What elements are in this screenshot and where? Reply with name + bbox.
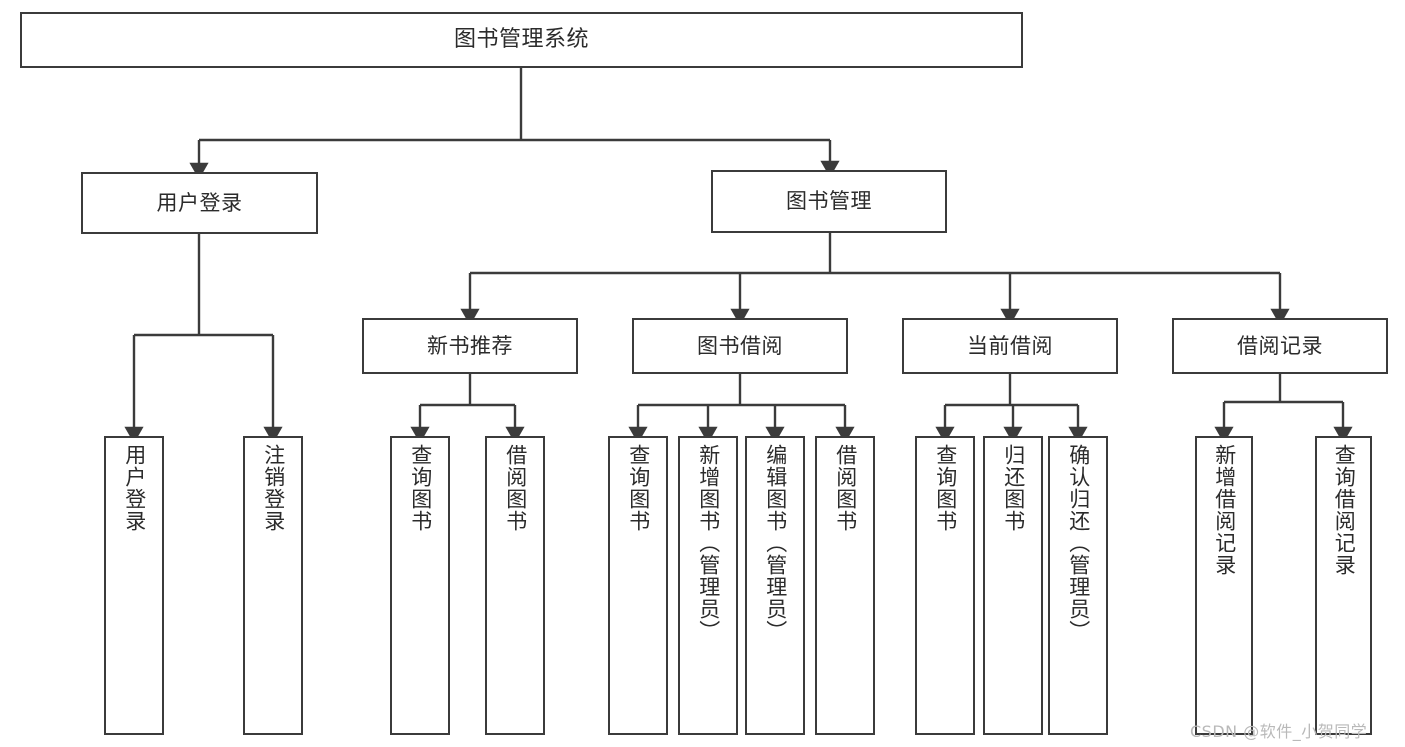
node-leaf-borrow-book-2-label: 借阅图书 (833, 444, 858, 532)
node-leaf-confirm-return[interactable]: 确认归还（管理员） (1048, 436, 1108, 735)
node-new-book-rec[interactable]: 新书推荐 (362, 318, 578, 374)
node-leaf-return-book-label: 归还图书 (1001, 444, 1026, 532)
node-leaf-user-login-label: 用户登录 (122, 444, 147, 532)
node-book-manage-label: 图书管理 (786, 189, 872, 214)
node-root-label: 图书管理系统 (453, 27, 589, 53)
node-borrow-record-label: 借阅记录 (1237, 333, 1323, 358)
node-root[interactable]: 图书管理系统 (20, 12, 1023, 68)
node-leaf-query-book-2-label: 查询图书 (626, 444, 651, 532)
node-book-borrow-label: 图书借阅 (697, 333, 783, 358)
csdn-watermark: CSDN @软件_小贺同学 (1190, 722, 1368, 741)
node-leaf-add-record-label: 新增借阅记录 (1212, 444, 1237, 576)
node-leaf-return-book[interactable]: 归还图书 (983, 436, 1043, 735)
node-leaf-add-book-label: 新增图书（管理员） (696, 444, 721, 642)
node-current-borrow[interactable]: 当前借阅 (902, 318, 1118, 374)
node-leaf-borrow-book-1-label: 借阅图书 (503, 444, 528, 532)
node-leaf-logout[interactable]: 注销登录 (243, 436, 303, 735)
node-leaf-query-book-1-label: 查询图书 (408, 444, 433, 532)
node-current-borrow-label: 当前借阅 (967, 333, 1053, 358)
node-leaf-user-login[interactable]: 用户登录 (104, 436, 164, 735)
node-leaf-query-record-label: 查询借阅记录 (1332, 444, 1357, 576)
node-leaf-borrow-book-2[interactable]: 借阅图书 (815, 436, 875, 735)
node-leaf-edit-book-label: 编辑图书（管理员） (763, 444, 788, 642)
node-leaf-logout-label: 注销登录 (261, 444, 286, 532)
node-user-login-label: 用户登录 (156, 190, 243, 215)
node-leaf-query-book-3[interactable]: 查询图书 (915, 436, 975, 735)
node-leaf-query-book-1[interactable]: 查询图书 (390, 436, 450, 735)
node-leaf-query-book-3-label: 查询图书 (933, 444, 958, 532)
node-leaf-confirm-return-label: 确认归还（管理员） (1066, 444, 1091, 642)
node-book-manage[interactable]: 图书管理 (711, 170, 947, 233)
node-new-book-rec-label: 新书推荐 (427, 333, 513, 358)
node-leaf-add-book[interactable]: 新增图书（管理员） (678, 436, 738, 735)
node-leaf-borrow-book-1[interactable]: 借阅图书 (485, 436, 545, 735)
node-leaf-edit-book[interactable]: 编辑图书（管理员） (745, 436, 805, 735)
node-leaf-query-book-2[interactable]: 查询图书 (608, 436, 668, 735)
node-book-borrow[interactable]: 图书借阅 (632, 318, 848, 374)
node-leaf-add-record[interactable]: 新增借阅记录 (1195, 436, 1253, 735)
node-borrow-record[interactable]: 借阅记录 (1172, 318, 1388, 374)
node-user-login[interactable]: 用户登录 (81, 172, 318, 234)
node-leaf-query-record[interactable]: 查询借阅记录 (1315, 436, 1372, 735)
